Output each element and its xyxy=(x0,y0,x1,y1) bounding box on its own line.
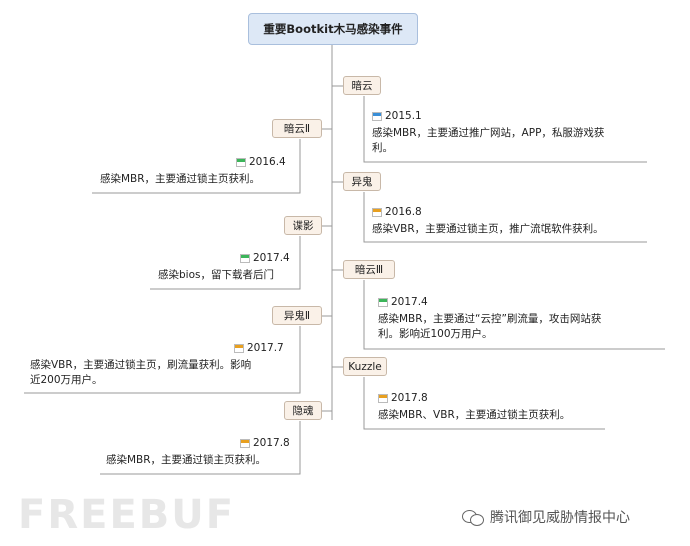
event-date: 2016.8 xyxy=(385,206,422,218)
flag-icon xyxy=(378,394,388,403)
topic-anyun2[interactable]: 暗云Ⅱ xyxy=(272,119,322,138)
event-date: 2017.8 xyxy=(391,392,428,404)
event-desc-line: 感染MBR、VBR，主要通过锁主页获利。 xyxy=(378,409,571,421)
topic-dieying[interactable]: 谍影 xyxy=(284,216,322,235)
detail-line-dieying xyxy=(150,236,301,290)
flag-icon xyxy=(378,298,388,307)
detail-yinhun: 2017.8 感染MBR，主要通过锁主页获利。 xyxy=(106,436,290,468)
topic-anyun3[interactable]: 暗云Ⅲ xyxy=(343,260,395,279)
flag-icon xyxy=(372,112,382,121)
detail-line-yinhun xyxy=(100,421,301,475)
freebuf-watermark: FREEBUF xyxy=(18,492,236,538)
event-desc-line: 感染MBR，主要通过锁主页获利。 xyxy=(106,454,267,466)
detail-anyun2: 2016.4 感染MBR，主要通过锁主页获利。 xyxy=(100,155,286,187)
flag-icon xyxy=(240,254,250,263)
flag-icon xyxy=(240,439,250,448)
event-date: 2017.4 xyxy=(391,296,428,308)
event-desc-line: 感染MBR，主要通过推广网站，APP，私服游戏获 xyxy=(372,127,605,139)
event-desc-line: 感染bios，留下载者后门 xyxy=(158,269,274,281)
brand-text: 腾讯御见威胁情报中心 xyxy=(490,510,630,526)
detail-dieying: 2017.4 感染bios，留下载者后门 xyxy=(158,251,290,283)
detail-line-anyun xyxy=(363,96,647,163)
event-date: 2015.1 xyxy=(385,110,422,122)
detail-line-kuzzle xyxy=(363,377,605,430)
topic-yinhun[interactable]: 隐魂 xyxy=(284,401,322,420)
detail-line-anyun3 xyxy=(363,280,665,350)
wechat-icon xyxy=(462,508,484,526)
event-desc-line: 利。 xyxy=(372,142,393,154)
event-date: 2017.8 xyxy=(253,437,290,449)
event-date: 2017.4 xyxy=(253,252,290,264)
detail-anyun3: 2017.4 感染MBR，主要通过“云控”刷流量，攻击网站获利。影响近100万用… xyxy=(378,295,601,342)
root-topic[interactable]: 重要Bootkit木马感染事件 xyxy=(248,13,418,45)
event-desc-line: 感染MBR，主要通过锁主页获利。 xyxy=(100,173,261,185)
detail-yigui2: 2017.7 感染VBR，主要通过锁主页，刷流量获利。影响近200万用户。 xyxy=(30,341,284,388)
event-desc-line: 感染VBR，主要通过锁主页，推广流氓软件获利。 xyxy=(372,223,604,235)
event-desc-line: 利。影响近100万用户。 xyxy=(378,328,493,340)
event-desc-line: 近200万用户。 xyxy=(30,374,103,386)
detail-line-yigui xyxy=(363,192,647,243)
flag-icon xyxy=(372,208,382,217)
flag-icon xyxy=(234,344,244,353)
brand-credit: 腾讯御见威胁情报中心 xyxy=(462,507,630,527)
event-desc-line: 感染MBR，主要通过“云控”刷流量，攻击网站获 xyxy=(378,313,602,325)
event-date: 2017.7 xyxy=(247,342,284,354)
flag-icon xyxy=(236,158,246,167)
event-date: 2016.4 xyxy=(249,156,286,168)
topic-kuzzle[interactable]: Kuzzle xyxy=(343,357,387,376)
detail-anyun: 2015.1 感染MBR，主要通过推广网站，APP，私服游戏获利。 xyxy=(372,109,604,156)
topic-yigui2[interactable]: 异鬼Ⅱ xyxy=(272,306,322,325)
topic-yigui[interactable]: 异鬼 xyxy=(343,172,381,191)
detail-kuzzle: 2017.8 感染MBR、VBR，主要通过锁主页获利。 xyxy=(378,391,570,423)
event-desc-line: 感染VBR，主要通过锁主页，刷流量获利。影响 xyxy=(30,359,252,371)
detail-yigui: 2016.8 感染VBR，主要通过锁主页，推广流氓软件获利。 xyxy=(372,205,604,237)
detail-line-anyun2 xyxy=(92,139,301,194)
detail-line-yigui2 xyxy=(24,326,301,394)
topic-anyun[interactable]: 暗云 xyxy=(343,76,381,95)
